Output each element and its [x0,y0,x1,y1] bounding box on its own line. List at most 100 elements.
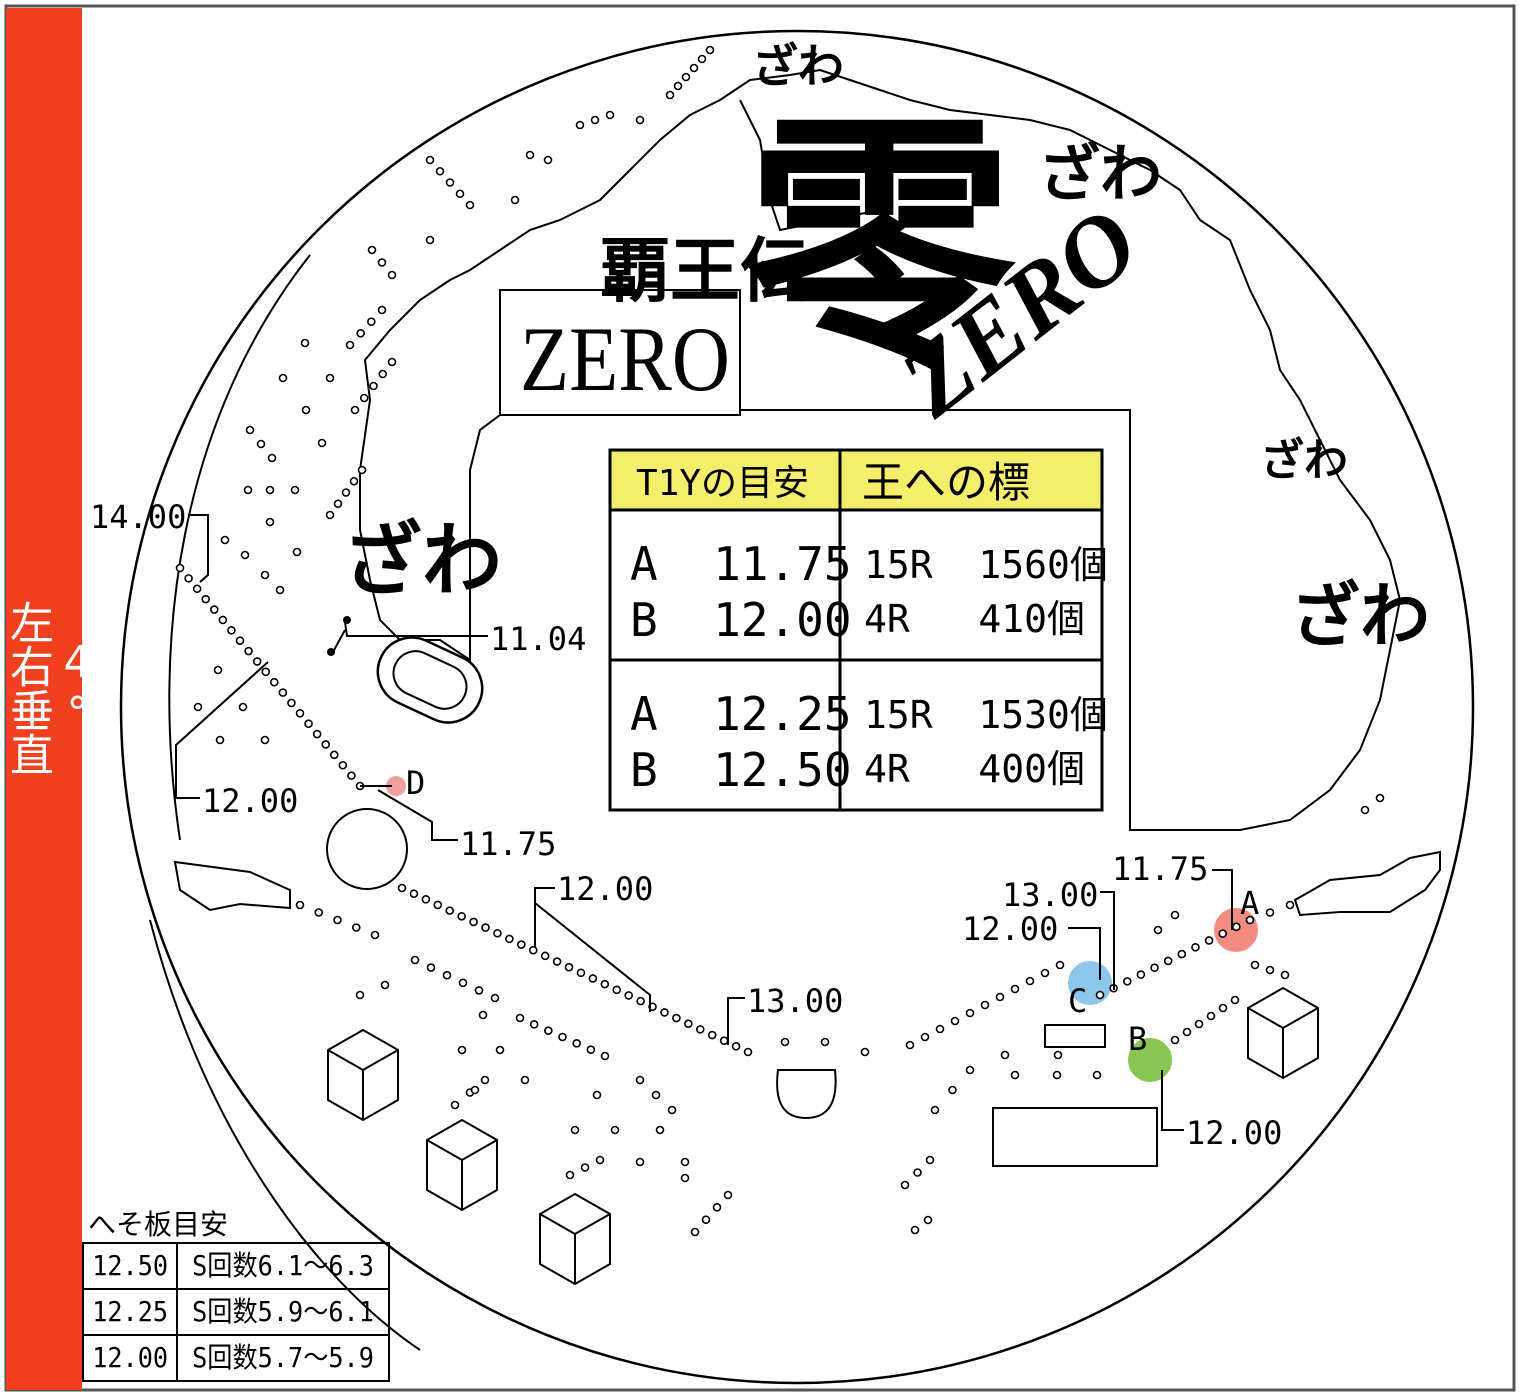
nail [520,1075,530,1085]
nail [260,570,270,580]
nail [1052,1070,1062,1080]
nail [1010,984,1020,994]
cube-4 [1247,986,1319,1080]
nail [505,934,514,944]
nail [600,1051,610,1061]
nail [525,150,535,160]
nail [481,923,490,932]
nail [455,189,465,199]
nail [243,485,253,495]
table-r1-left-a: A 11.75 [630,537,852,591]
legend-row: 12.50 S回数6.1～6.3 [83,1242,389,1290]
table-r2-left-b: B 12.50 [630,743,852,797]
nail [930,1105,940,1115]
nail [175,563,185,573]
nail [605,110,615,120]
nail [425,235,435,245]
nail [457,1045,467,1055]
nail [681,72,691,82]
nail [260,735,270,745]
nail [1375,793,1385,803]
nail [278,688,288,697]
nail [612,985,622,995]
table-r1-right-b: 4R 410個 [864,597,1085,641]
nail [528,945,538,955]
nail [201,594,211,604]
oval-pocket-outer [376,636,484,724]
bottom-pocket [776,1069,837,1120]
nail [350,405,360,415]
nail [435,166,445,176]
nail [913,1168,922,1177]
label-point-d: D [406,764,425,802]
nail [235,636,245,645]
nail [227,625,236,635]
nail [349,476,359,486]
legend-table: 12.50 S回数6.1～6.3 12.25 S回数5.9～6.1 12.00 … [82,1242,390,1382]
nail [667,1105,677,1115]
nail [701,1215,711,1224]
nail [495,1045,505,1055]
nail [860,1047,870,1057]
nail [705,45,715,55]
nail [684,1019,693,1029]
zawa-1: ざわ [752,39,844,93]
nail [1285,900,1295,910]
left-wing [173,860,291,912]
nail [635,115,645,125]
logo-title-big: 零 [745,89,1019,404]
nail [321,740,331,749]
nail [673,81,683,91]
nail [367,245,377,255]
nail [351,923,361,932]
legend-spins: S回数6.1～6.3 [186,1242,380,1290]
nail [345,340,355,350]
nail [304,719,313,729]
nail [1218,929,1228,938]
nail [267,453,277,463]
nail [370,930,380,940]
nail [450,1100,460,1110]
table-header-bg [610,450,1102,510]
nail [240,550,250,560]
nail [357,465,367,475]
zawa-5: ざわ [342,514,502,607]
nail [433,900,443,910]
nail [465,200,475,210]
nail [900,1180,910,1190]
label-13-00-right: 13.00 [1002,876,1098,914]
nail [572,1039,581,1048]
nail [1250,960,1260,970]
oval-pocket-inner [392,650,468,710]
logo-box [499,289,741,416]
zawa-3: ざわ [1260,435,1348,486]
label-14-00: 14.00 [90,498,186,536]
nail [635,1075,645,1085]
nail [209,605,219,614]
label-12-00-left: 12.00 [202,782,298,820]
table-r2-right-b: 4R 400個 [864,747,1085,791]
nail [689,63,699,73]
board-circle [119,29,1475,1385]
nail [329,750,339,760]
nail [1182,1027,1192,1037]
nail [923,1215,933,1225]
nail [1040,968,1050,978]
nail [540,951,550,961]
nail [1204,936,1214,945]
nail [995,992,1005,1002]
nail [295,709,305,718]
table-r2-right-a: 15R 1530個 [864,693,1108,737]
nail [1280,970,1290,980]
nail [184,574,193,583]
point-d-marker [386,776,406,796]
nail [387,270,397,280]
nail [325,373,335,383]
nail [474,986,484,995]
nail [1136,970,1146,979]
nail [588,974,598,983]
nail [680,1173,690,1183]
nail [580,1163,590,1172]
nail [356,329,365,338]
nail [275,585,285,595]
